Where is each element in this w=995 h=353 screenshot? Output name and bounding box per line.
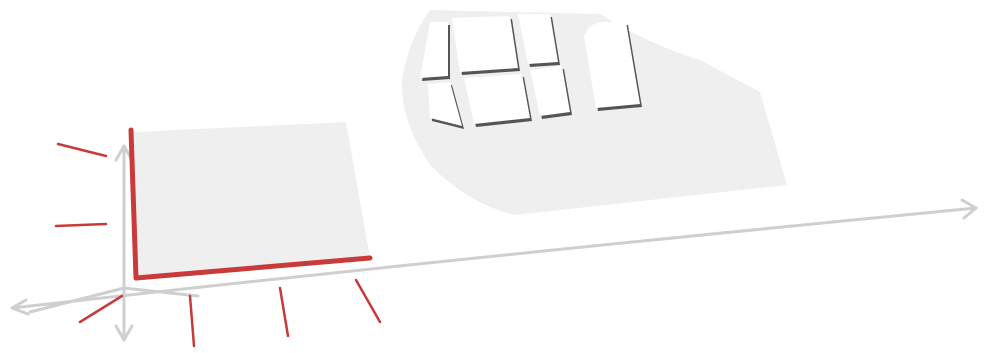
- tick-mark-bottom: [278, 286, 290, 338]
- bottom-edge-highlight: [133, 255, 373, 281]
- right-panel: [401, 10, 787, 215]
- axes: [10, 144, 978, 342]
- window: [530, 66, 572, 119]
- tick-marks: [54, 142, 382, 348]
- window: [464, 74, 532, 127]
- vertical-axis-arrowhead-top: [114, 144, 134, 162]
- horizontal-axis-arrowhead-left: [10, 298, 30, 316]
- horizontal-axis: [10, 206, 978, 310]
- window: [420, 22, 450, 81]
- tick-mark-left: [56, 142, 108, 158]
- left-edge-highlight: [128, 127, 139, 281]
- left-panel: [134, 122, 370, 278]
- tick-mark-corner: [78, 294, 124, 324]
- window-group: [420, 14, 642, 129]
- window: [518, 14, 560, 67]
- highlighted-edges: [128, 127, 373, 281]
- vertical-axis-arrowhead-bottom: [114, 324, 134, 342]
- left-panel-shape: [134, 122, 370, 278]
- diagonal-axis: [28, 286, 200, 314]
- tick-mark-bottom: [354, 278, 382, 324]
- tick-mark-bottom: [188, 294, 196, 348]
- window: [452, 16, 520, 75]
- tick-mark-left: [54, 222, 108, 228]
- window: [428, 82, 464, 129]
- horizontal-axis-arrowhead-right: [960, 198, 978, 220]
- window: [584, 21, 642, 111]
